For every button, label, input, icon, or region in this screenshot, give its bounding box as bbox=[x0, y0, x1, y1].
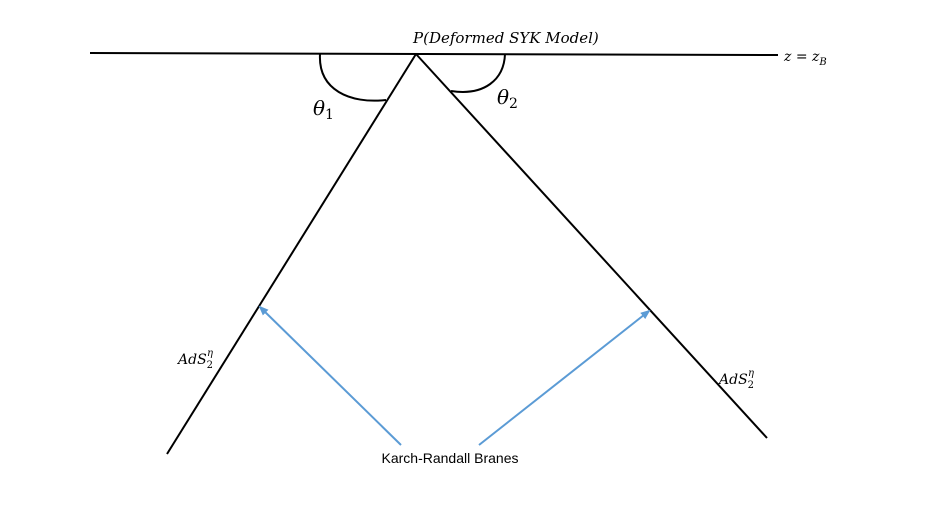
left-brane-label: AdS2η bbox=[176, 348, 213, 371]
right-brane-label-superscript: η bbox=[748, 368, 754, 379]
boundary-label: z = zB bbox=[783, 49, 827, 68]
theta1-angle-arc bbox=[318, 53, 387, 102]
boundary-label-subscript: B bbox=[818, 57, 826, 68]
theta1-symbol: θ bbox=[313, 96, 325, 120]
right-brane-line bbox=[415, 53, 768, 439]
left-brane-line bbox=[166, 53, 417, 455]
theta2-angle-arc bbox=[450, 53, 506, 93]
right-brane-label-subscript: 2 bbox=[748, 380, 754, 391]
left-brane-label-base: AdS bbox=[176, 352, 207, 368]
left-pointer-arrow bbox=[258, 305, 402, 446]
boundary-line bbox=[89, 52, 779, 56]
boundary-label-main: z = z bbox=[783, 49, 820, 65]
right-pointer-arrow bbox=[478, 309, 651, 446]
theta2-symbol: θ bbox=[497, 85, 509, 109]
left-brane-label-subscript: 2 bbox=[207, 360, 213, 371]
point-p-label: P(Deformed SYK Model) bbox=[412, 29, 599, 47]
theta2-label: θ2 bbox=[497, 85, 518, 112]
theta2-subscript: 2 bbox=[509, 96, 518, 112]
right-brane-label-base: AdS bbox=[717, 372, 748, 388]
left-brane-label-superscript: η bbox=[207, 348, 213, 359]
theta1-subscript: 1 bbox=[325, 107, 334, 123]
right-brane-label: AdS2η bbox=[717, 368, 754, 391]
karch-randall-caption: Karch-Randall Branes bbox=[382, 450, 519, 466]
theta1-label: θ1 bbox=[313, 96, 334, 123]
